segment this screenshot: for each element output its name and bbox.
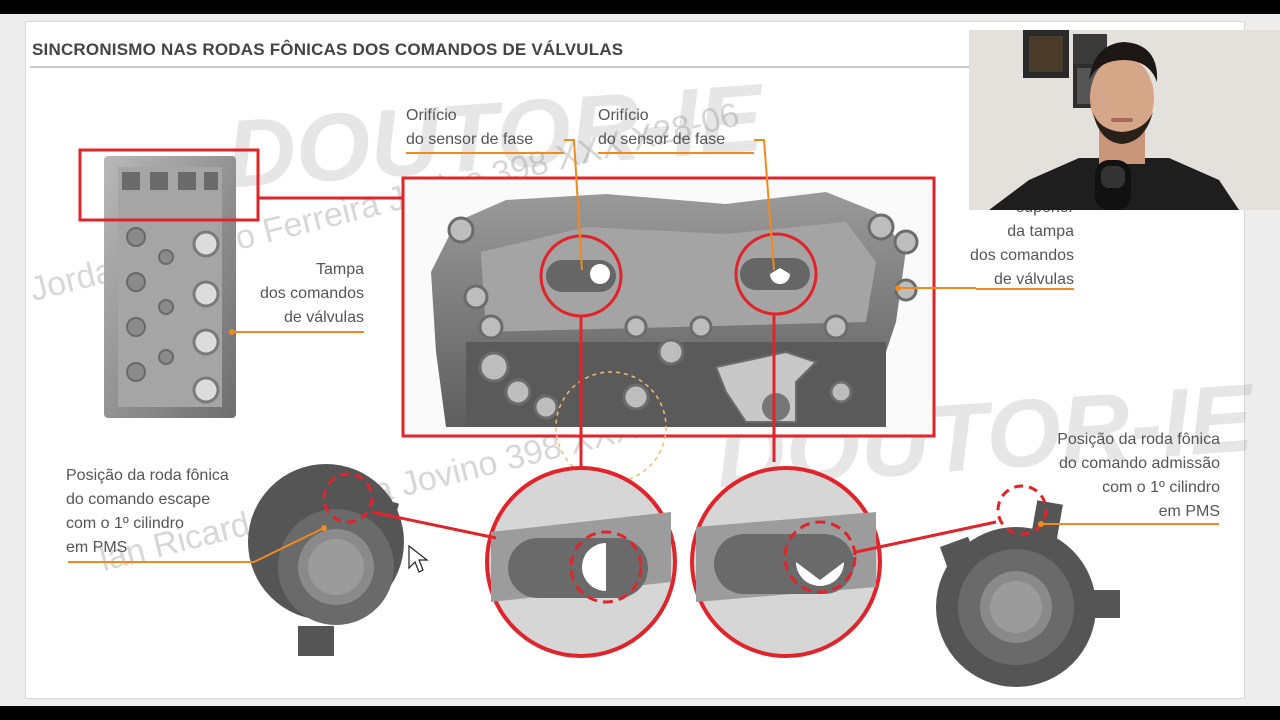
- diagram-artwork: [68, 139, 1219, 687]
- person-icon: [969, 30, 1280, 210]
- label-tampa-left: Tampa dos comandos de válvulas: [259, 261, 364, 326]
- underline-sensor-left: [406, 152, 564, 154]
- webcam-overlay: [969, 30, 1280, 210]
- phonic-wheel-escape: [247, 463, 497, 656]
- title-divider: [30, 66, 1242, 68]
- label-escape: Posição da roda fônica do comando escape…: [66, 467, 229, 556]
- slide-title: SINCRONISMO NAS RODAS FÔNICAS DOS COMAND…: [32, 40, 624, 59]
- magnified-sensor-right: [690, 466, 882, 658]
- camshaft-cover-detail: [401, 176, 936, 483]
- mouse-cursor-icon: [408, 544, 429, 573]
- underline-sensor-right: [598, 152, 754, 154]
- bottom-bar: [0, 706, 1280, 720]
- underline-tampa-left: [258, 331, 364, 333]
- microphone-icon: [1095, 160, 1131, 210]
- label-sensor-right: Orifício do sensor de fase: [598, 107, 726, 148]
- engine-head-small: [78, 148, 260, 418]
- underline-tampa-right: [976, 288, 1074, 290]
- label-admissao: Posição da roda fônica do comando admiss…: [1057, 431, 1220, 520]
- magnified-sensor-left: [485, 466, 677, 658]
- label-tampa-right: superior da tampa dos comandos de válvul…: [969, 199, 1074, 288]
- phonic-wheel-admissao: [855, 484, 1120, 687]
- label-sensor-left: Orifício do sensor de fase: [406, 107, 534, 148]
